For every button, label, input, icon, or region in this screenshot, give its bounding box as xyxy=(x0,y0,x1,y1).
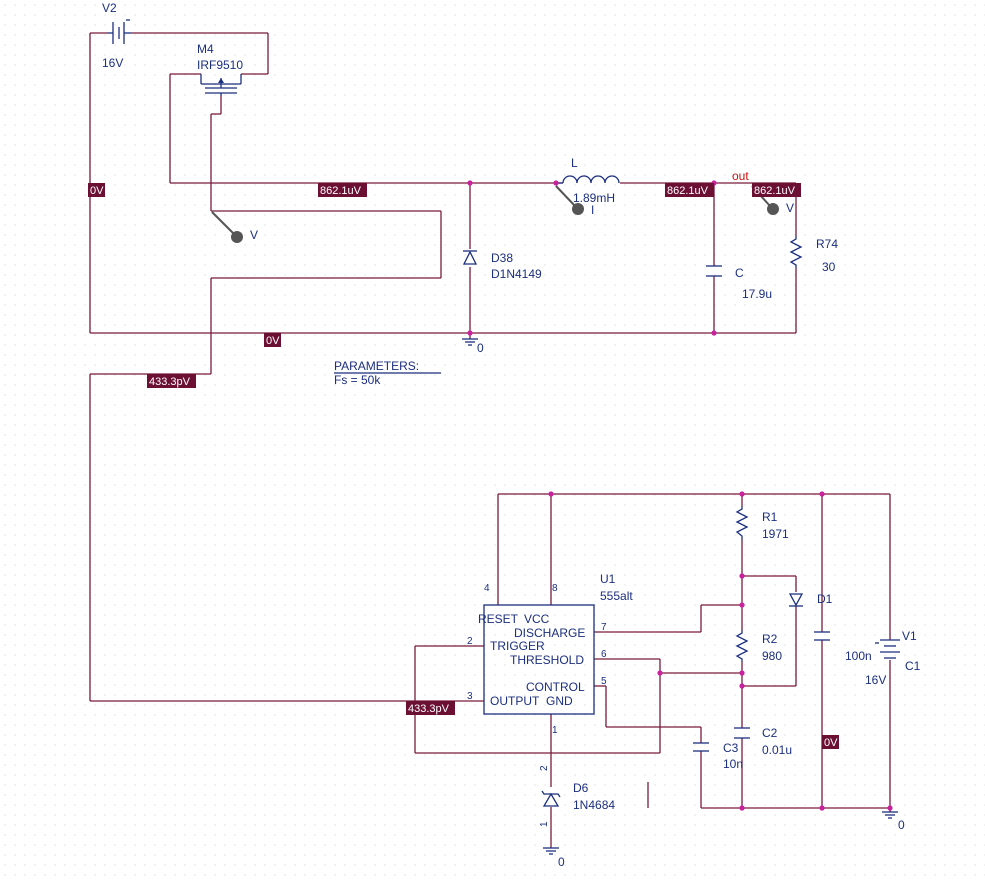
wires-timer-stage xyxy=(414,493,891,848)
cap-c-name: C xyxy=(735,266,744,280)
probe-label-3: V xyxy=(786,201,794,215)
r2-value: 980 xyxy=(762,649,782,663)
r1-value: 1971 xyxy=(762,527,789,541)
voltage-marker-3[interactable]: 862.1uV xyxy=(665,183,714,197)
u1-pin-number-6: 6 xyxy=(601,649,607,660)
voltage-marker-4[interactable]: 862.1uV xyxy=(752,183,801,197)
probe-label-2: I xyxy=(591,203,594,217)
inductor-name: L xyxy=(571,156,578,170)
u1-pin-vcc: VCC xyxy=(524,612,550,626)
c2-value: 0.01u xyxy=(762,743,792,757)
ground-symbol-2 xyxy=(882,811,898,819)
d38-name: D38 xyxy=(491,251,513,265)
net-label-out: out xyxy=(732,169,749,183)
d6-name: D6 xyxy=(573,781,589,795)
voltage-marker-6-text: 433.3pV xyxy=(149,376,191,388)
u1-pin-reset: RESET xyxy=(478,612,519,626)
d6-pin-top: 2 xyxy=(539,765,550,771)
voltage-marker-2-text: 862.1uV xyxy=(320,185,362,197)
voltage-marker-1-text: 0V xyxy=(90,185,104,197)
voltage-marker-5-text: 0V xyxy=(266,335,280,347)
ground-label-2: 0 xyxy=(898,818,905,832)
c2-name: C2 xyxy=(762,726,778,740)
m4-value: IRF9510 xyxy=(197,58,243,72)
ic-u1-body xyxy=(483,604,595,715)
r1-name: R1 xyxy=(762,510,778,524)
d38-value: D1N4149 xyxy=(491,267,542,281)
u1-name: U1 xyxy=(600,572,616,586)
c3-value: 10n xyxy=(723,757,743,771)
voltage-marker-2[interactable]: 862.1uV xyxy=(318,183,367,197)
u1-pin-number-1: 1 xyxy=(552,725,558,736)
u1-pin-number-7: 7 xyxy=(601,622,607,633)
ground-label-1: 0 xyxy=(477,341,484,355)
u1-pin-number-2: 2 xyxy=(467,636,473,647)
d6-value: 1N4684 xyxy=(573,798,615,812)
u1-pin-control: CONTROL xyxy=(526,680,585,694)
voltage-marker-5[interactable]: 0V xyxy=(264,333,281,347)
junction-dots xyxy=(467,180,893,811)
resistor-r1-symbol xyxy=(735,506,749,540)
v1-value: 16V xyxy=(865,673,886,687)
capacitor-c3-symbol xyxy=(693,742,709,752)
battery-v2-symbol xyxy=(107,19,131,44)
voltage-marker-7-text: 433.3pV xyxy=(408,703,450,715)
voltage-marker-8[interactable]: 0V xyxy=(822,735,839,749)
voltage-marker-8-text: 0V xyxy=(824,737,838,749)
voltage-marker-6[interactable]: 433.3pV xyxy=(147,374,196,388)
voltage-marker-7[interactable]: 433.3pV xyxy=(406,701,455,715)
capacitor-c-symbol xyxy=(706,265,722,277)
voltage-probe-1[interactable] xyxy=(211,211,243,243)
u1-pin-number-3: 3 xyxy=(467,691,473,702)
v1-name: V1 xyxy=(902,629,917,643)
wires-power-stage xyxy=(89,32,797,702)
mosfet-m4-symbol xyxy=(200,74,242,96)
c1-value: 100n xyxy=(845,649,872,663)
parameters-title: PARAMETERS: xyxy=(334,359,419,373)
v2-name: V2 xyxy=(102,1,117,15)
u1-pin-threshold: THRESHOLD xyxy=(510,653,584,667)
v2-value: 16V xyxy=(102,56,123,70)
cap-c-value: 17.9u xyxy=(742,287,772,301)
current-probe[interactable] xyxy=(555,185,584,215)
m4-name: M4 xyxy=(197,42,214,56)
u1-pin-number-8: 8 xyxy=(552,583,558,594)
diode-d1-symbol xyxy=(788,593,804,607)
diode-d38-symbol xyxy=(462,250,478,265)
u1-value: 555alt xyxy=(600,589,633,603)
inductor-value: 1.89mH xyxy=(573,191,615,205)
u1-pin-gnd: GND xyxy=(546,694,573,708)
voltage-marker-3-text: 862.1uV xyxy=(667,185,709,197)
capacitor-c1-symbol xyxy=(814,631,830,641)
ground-label-3: 0 xyxy=(558,855,565,869)
c1-name: C1 xyxy=(905,659,921,673)
u1-pin-trigger: TRIGGER xyxy=(490,639,545,653)
resistor-r74-symbol xyxy=(789,236,803,268)
resistor-r2-symbol xyxy=(735,630,749,662)
r2-name: R2 xyxy=(762,632,778,646)
zener-d6-symbol xyxy=(541,790,561,807)
d1-name: D1 xyxy=(817,592,833,606)
u1-pin-discharge: DISCHARGE xyxy=(514,626,585,640)
probe-label-1: V xyxy=(250,228,258,242)
ground-symbol-1 xyxy=(462,338,478,346)
battery-v1-symbol xyxy=(875,639,900,659)
parameters-value: Fs = 50k xyxy=(334,373,381,387)
c3-name: C3 xyxy=(723,741,739,755)
u1-pin-output: OUTPUT xyxy=(490,694,540,708)
ground-symbol-3 xyxy=(543,847,559,855)
u1-pin-number-4: 4 xyxy=(484,583,490,594)
u1-pin-number-5: 5 xyxy=(601,676,607,687)
r74-name: R74 xyxy=(816,237,838,251)
voltage-marker-1[interactable]: 0V xyxy=(88,183,105,197)
r74-value: 30 xyxy=(822,260,836,274)
voltage-marker-4-text: 862.1uV xyxy=(754,185,796,197)
d6-pin-bottom: 1 xyxy=(539,821,550,827)
capacitor-c2-symbol xyxy=(734,727,750,739)
